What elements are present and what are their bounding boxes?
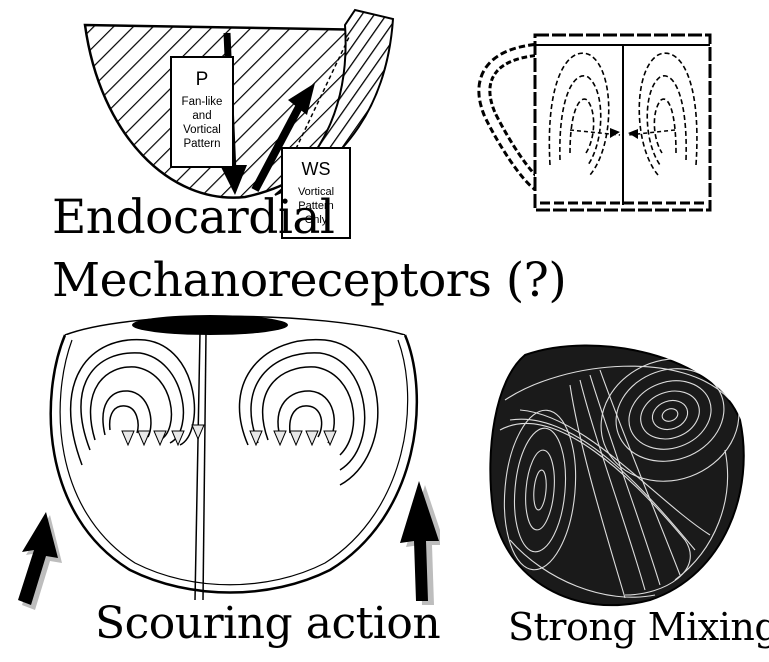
right-up-arrow-icon (400, 481, 440, 605)
ws-letter: WS (302, 159, 331, 179)
twin-vortex-ventricle (10, 305, 440, 610)
p-line-1: Fan-like (182, 96, 223, 108)
mug-vortex-sketch (470, 25, 715, 220)
valve-opening (132, 315, 288, 335)
heading-mechanoreceptors: Mechanoreceptors (?) (52, 253, 566, 308)
heading-endocardial: Endocardial (52, 190, 334, 245)
p-line-2: and (192, 110, 211, 122)
left-up-arrow-icon (18, 512, 62, 610)
p-label-box: P Fan-like and Vortical Pattern (171, 57, 233, 167)
caption-scouring-action: Scouring action (95, 598, 440, 649)
p-letter: P (196, 69, 209, 90)
mixing-streamline-blob (485, 340, 750, 615)
ventricle-outline (51, 335, 417, 593)
caption-strong-mixing: Strong Mixing (508, 605, 769, 649)
p-line-4: Pattern (183, 138, 220, 150)
p-line-3: Vortical (183, 124, 221, 136)
